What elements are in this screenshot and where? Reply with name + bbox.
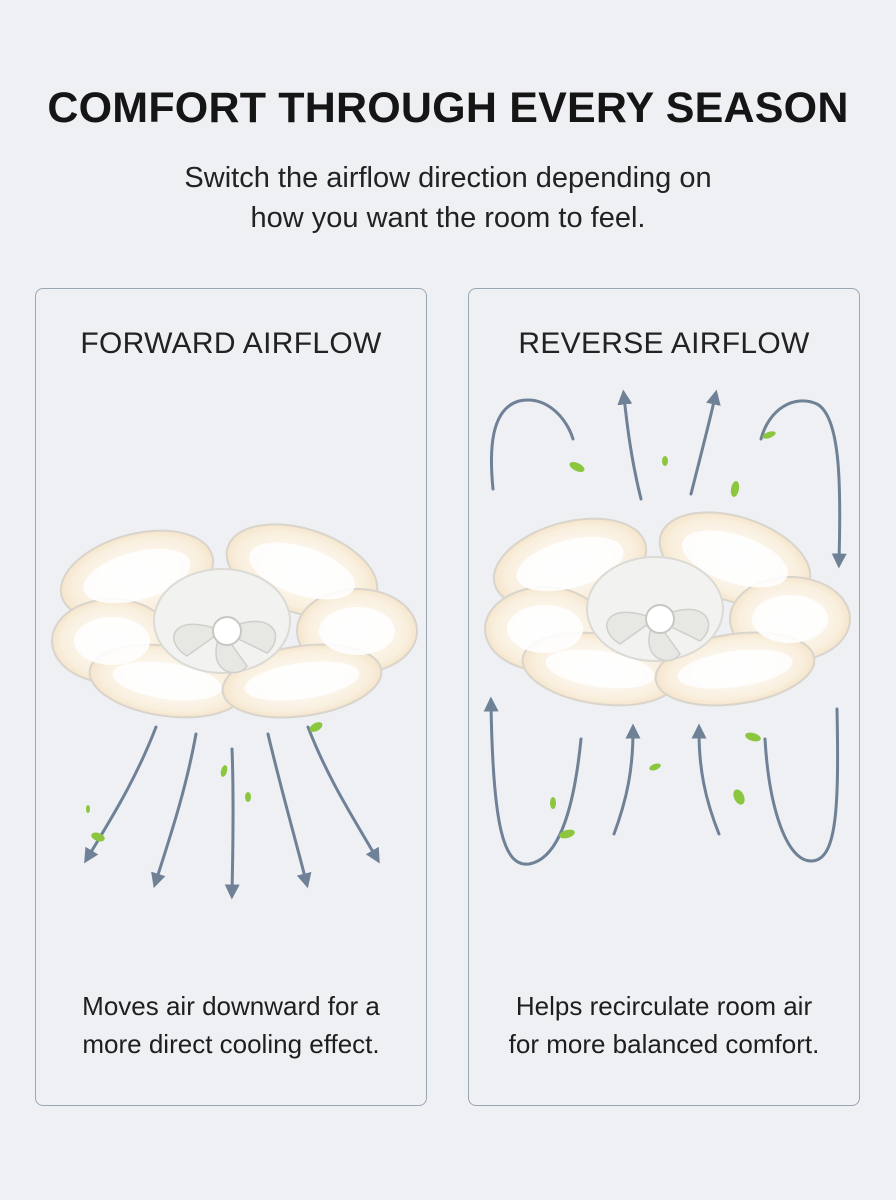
- leaf-icon: [559, 829, 575, 839]
- leaf-icon: [91, 832, 105, 842]
- reverse-airflow-illustration: [483, 389, 851, 866]
- airflow-arrow-icon: [763, 707, 840, 863]
- airflow-arrow-icon: [759, 399, 847, 569]
- airflow-arrow-icon: [691, 723, 721, 836]
- leaf-icon: [309, 722, 323, 732]
- forward-airflow-title: FORWARD AIRFLOW: [80, 327, 382, 360]
- leaf-icon: [745, 732, 761, 742]
- reverse-desc-line-1: Helps recirculate room air: [515, 991, 813, 1021]
- forward-airflow-panel: FORWARD AIRFLOW: [35, 288, 427, 1106]
- reverse-desc-line-2: for more balanced comfort.: [508, 1029, 820, 1059]
- leaf-icon: [762, 431, 776, 439]
- airflow-arrow-icon: [483, 696, 583, 866]
- airflow-arrow-icon: [306, 725, 380, 864]
- forward-airflow-description: Moves air downward for a more direct coo…: [36, 987, 426, 1063]
- page-title: COMFORT THROUGH EVERY SEASON: [47, 84, 849, 132]
- subtitle-line-1: Switch the airflow direction depending o…: [184, 162, 712, 194]
- leaf-icon: [730, 481, 740, 497]
- forward-desc-line-1: Moves air downward for a: [82, 991, 380, 1021]
- airflow-arrows: [84, 725, 380, 900]
- airflow-arrow-icon: [689, 389, 721, 496]
- airflow-arrow-icon: [266, 732, 312, 889]
- leaf-icon: [220, 765, 228, 777]
- leaf-icon: [86, 805, 90, 813]
- leaf-icon: [569, 462, 585, 472]
- airflow-arrow-icon: [151, 732, 198, 889]
- leaf-particles: [550, 431, 776, 839]
- page-subtitle: Switch the airflow direction depending o…: [0, 158, 896, 238]
- subtitle-line-2: how you want the room to feel.: [250, 202, 646, 234]
- airflow-arrow-icon: [224, 747, 240, 900]
- airflow-arrow-icon: [612, 723, 641, 836]
- leaf-icon: [649, 763, 661, 771]
- reverse-airflow-panel: REVERSE AIRFLOW: [468, 288, 860, 1106]
- ceiling-fan-light-icon: [484, 511, 851, 707]
- reverse-airflow-title: REVERSE AIRFLOW: [518, 327, 810, 360]
- reverse-airflow-description: Helps recirculate room air for more bala…: [469, 987, 859, 1063]
- ceiling-fan-light-icon: [51, 523, 418, 719]
- leaf-icon: [662, 456, 668, 466]
- airflow-arrows: [483, 389, 847, 866]
- airflow-arrow-icon: [489, 398, 575, 491]
- forward-desc-line-2: more direct cooling effect.: [82, 1029, 380, 1059]
- airflow-arrow-icon: [84, 725, 158, 864]
- leaf-icon: [550, 797, 556, 809]
- leaf-icon: [733, 789, 745, 805]
- leaf-icon: [245, 792, 251, 802]
- forward-airflow-illustration: [51, 523, 418, 900]
- leaf-particles: [86, 722, 323, 842]
- airflow-arrow-icon: [617, 389, 643, 501]
